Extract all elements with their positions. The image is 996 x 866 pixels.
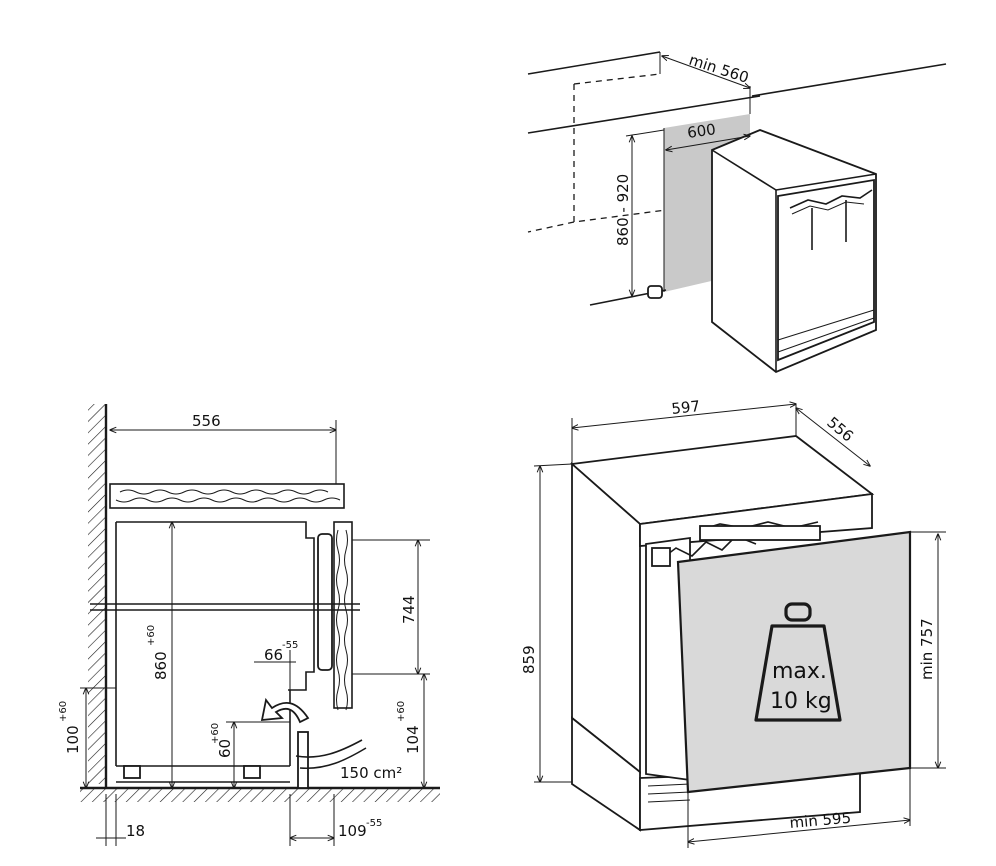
door-min-595-label: min 595 (789, 809, 852, 832)
offset-66-tol: -55 (282, 640, 298, 651)
niche-height-label: 860 - 920 (614, 174, 632, 246)
side-section-view (80, 404, 440, 846)
min-560-label: min 560 (687, 51, 751, 87)
height-859-label: 859 (520, 645, 538, 674)
max-load-line1: max. (772, 659, 827, 684)
niche-600-label: 600 (686, 120, 717, 142)
rear-gap-label: 109 (338, 822, 367, 840)
wall-gap-label: 18 (126, 822, 145, 840)
weight-icon (754, 602, 842, 722)
vent-area-label: 150 cm² (340, 764, 402, 782)
depth-556-label: 556 (192, 412, 221, 430)
front-perspective-view (569, 435, 912, 832)
width-597-label: 597 (671, 397, 701, 418)
rear-gap-tol: -55 (366, 818, 382, 829)
plinth-104-label: 104 (404, 725, 422, 754)
niche-perspective-view (527, 51, 947, 374)
offset-66-label: 66 (264, 646, 283, 664)
height-860-tol: +60 (146, 625, 157, 646)
height-860-label: 860 (152, 651, 170, 680)
depth-556-front-label: 556 (823, 413, 857, 445)
max-load-line2: 10 kg (770, 689, 832, 714)
foot-60-tol: +60 (210, 723, 221, 744)
plinth-100-label: 100 (64, 725, 82, 754)
foot-60-label: 60 (216, 739, 234, 758)
plinth-104-tol: +60 (396, 701, 407, 722)
door-min-757-label: min 757 (918, 618, 936, 680)
airflow-arrow-icon (260, 697, 367, 770)
door-744-label: 744 (400, 595, 418, 624)
plinth-100-tol: +60 (58, 701, 69, 722)
